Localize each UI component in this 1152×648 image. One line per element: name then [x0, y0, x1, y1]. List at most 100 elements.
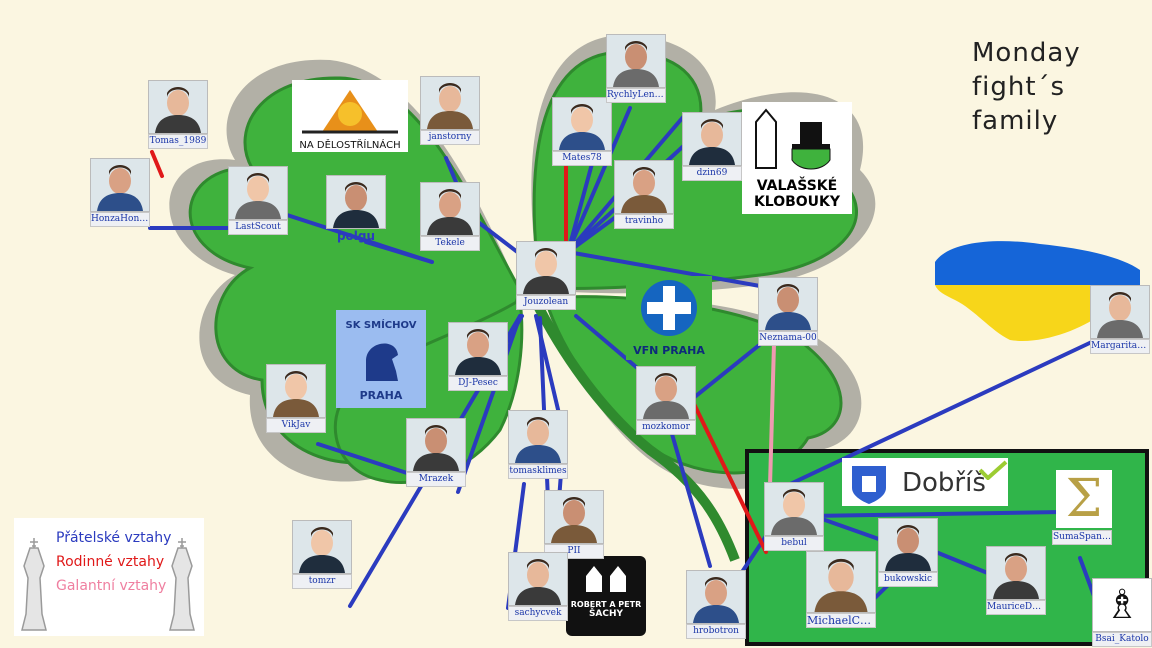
title-line3: family	[972, 106, 1059, 136]
player-bsaikatolo[interactable]: ♗Bsai_Katolo	[1092, 578, 1152, 647]
friendly-relation-line	[806, 510, 1064, 518]
avatar	[614, 160, 674, 214]
check-icon	[978, 460, 1008, 480]
king-icon-right	[169, 538, 195, 631]
person-icon	[615, 161, 673, 213]
player-vikjav[interactable]: VikJav	[266, 364, 326, 433]
avatar	[636, 366, 696, 420]
player-jouzolean[interactable]: Jouzolean	[516, 241, 576, 310]
player-rychly[interactable]: RychlyLenoc...	[606, 34, 666, 103]
player-label: tomasklimes	[508, 464, 568, 479]
delostrilna-logo: NA DĚLOSTŘÍLNÁCH	[292, 80, 408, 152]
dobris-text: Dobříš	[902, 468, 986, 498]
avatar	[90, 158, 150, 212]
king-icon-left	[21, 538, 47, 631]
avatar	[406, 418, 466, 472]
player-polgu[interactable]: polgu	[326, 175, 386, 243]
person-icon	[687, 571, 745, 623]
player-mrazek[interactable]: Mrazek	[406, 418, 466, 487]
person-icon	[407, 419, 465, 471]
sigma-icon: Σ	[1065, 469, 1103, 529]
player-neznama[interactable]: Neznama-00	[758, 277, 818, 346]
player-janstorny[interactable]: janstorny	[420, 76, 480, 145]
player-label: Neznama-00	[758, 331, 818, 346]
player-label: Mates78	[552, 151, 612, 166]
player-label: MauriceDodo	[986, 600, 1046, 615]
robert-petr-logo: ROBERT A PETR ŠACHY	[566, 556, 646, 636]
friendly-relation-line	[444, 156, 458, 184]
player-tomas1989[interactable]: Tomas_1989	[148, 80, 208, 149]
player-label: dzin69	[682, 166, 742, 181]
player-djpesec[interactable]: DJ-Pesec	[448, 322, 508, 391]
smichov-logo: SK SMÍCHOV PRAHA	[336, 310, 426, 408]
player-label: VikJav	[266, 418, 326, 433]
avatar	[686, 570, 746, 624]
avatar	[544, 490, 604, 544]
player-mauricedodo[interactable]: MauriceDodo	[986, 546, 1046, 615]
player-lastscout[interactable]: LastScout	[228, 166, 288, 235]
friendly-relation-line	[1078, 556, 1096, 598]
player-mates78[interactable]: Mates78	[552, 97, 612, 166]
player-tekele[interactable]: Tekele	[420, 182, 480, 251]
friendly-relation-line	[566, 250, 762, 288]
avatar	[148, 80, 208, 134]
player-pii[interactable]: PII	[544, 490, 604, 559]
friendly-relation-line	[670, 432, 712, 568]
friendly-relation-line	[574, 314, 644, 374]
dobris-logo: Dobříš	[842, 458, 1008, 506]
avatar	[606, 34, 666, 88]
player-label: SumaSpandy	[1052, 530, 1112, 545]
smichov-bottom: PRAHA	[359, 389, 403, 402]
player-sachycvek[interactable]: sachycvek	[508, 552, 568, 621]
player-label: DJ-Pesec	[448, 376, 508, 391]
player-label: Margarita_V...	[1090, 339, 1150, 354]
person-icon	[765, 483, 823, 535]
person-icon	[553, 98, 611, 150]
legend-family: Rodinné vztahy	[56, 554, 165, 570]
avatar	[682, 112, 742, 166]
delostrilna-text: NA DĚLOSTŘÍLNÁCH	[299, 140, 401, 151]
person-icon	[879, 519, 937, 571]
person-icon	[607, 35, 665, 87]
player-label: bukowskic	[878, 572, 938, 587]
player-mozkomor[interactable]: mozkomor	[636, 366, 696, 435]
avatar	[266, 364, 326, 418]
person-icon	[449, 323, 507, 375]
player-dzin69[interactable]: dzin69	[682, 112, 742, 181]
player-label: bebul	[764, 536, 824, 551]
avatar	[764, 482, 824, 536]
friendly-relation-line	[316, 442, 412, 476]
person-icon	[327, 176, 385, 228]
player-bebul[interactable]: bebul	[764, 482, 824, 551]
avatar	[420, 76, 480, 130]
player-travinho[interactable]: travinho	[614, 160, 674, 229]
player-sumaspandy[interactable]: SumaSpandy	[1052, 530, 1112, 545]
player-michaelchm[interactable]: MichaelChm	[806, 551, 876, 628]
friendly-relation-line	[456, 314, 522, 494]
player-label: LastScout	[228, 220, 288, 235]
player-label: Tekele	[420, 236, 480, 251]
player-tomzr[interactable]: tomzr	[292, 520, 352, 589]
avatar	[508, 410, 568, 464]
person-icon	[421, 77, 479, 129]
avatar	[758, 277, 818, 331]
player-tomasklimes[interactable]: tomasklimes	[508, 410, 568, 479]
player-label: Jouzolean	[516, 295, 576, 310]
person-icon	[421, 183, 479, 235]
player-label: travinho	[614, 214, 674, 229]
player-bukowskic[interactable]: bukowskic	[878, 518, 938, 587]
avatar	[448, 322, 508, 376]
family-relation-line	[692, 402, 768, 554]
avatar	[878, 518, 938, 572]
family-relation-line	[150, 150, 164, 178]
person-icon	[759, 278, 817, 330]
friendly-relation-line	[566, 106, 632, 254]
title-line1: Monday	[972, 38, 1081, 68]
player-margarita[interactable]: Margarita_V...	[1090, 285, 1150, 354]
friendly-relation-line	[476, 220, 522, 256]
robert-line1: ROBERT A PETR	[570, 600, 642, 609]
player-hrobotron[interactable]: hrobotron	[686, 570, 746, 639]
player-honza[interactable]: HonzaHonza...	[90, 158, 150, 227]
valasske-klobouky-logo: VALAŠSKÉ KLOBOUKY	[742, 102, 852, 214]
avatar	[806, 551, 876, 613]
